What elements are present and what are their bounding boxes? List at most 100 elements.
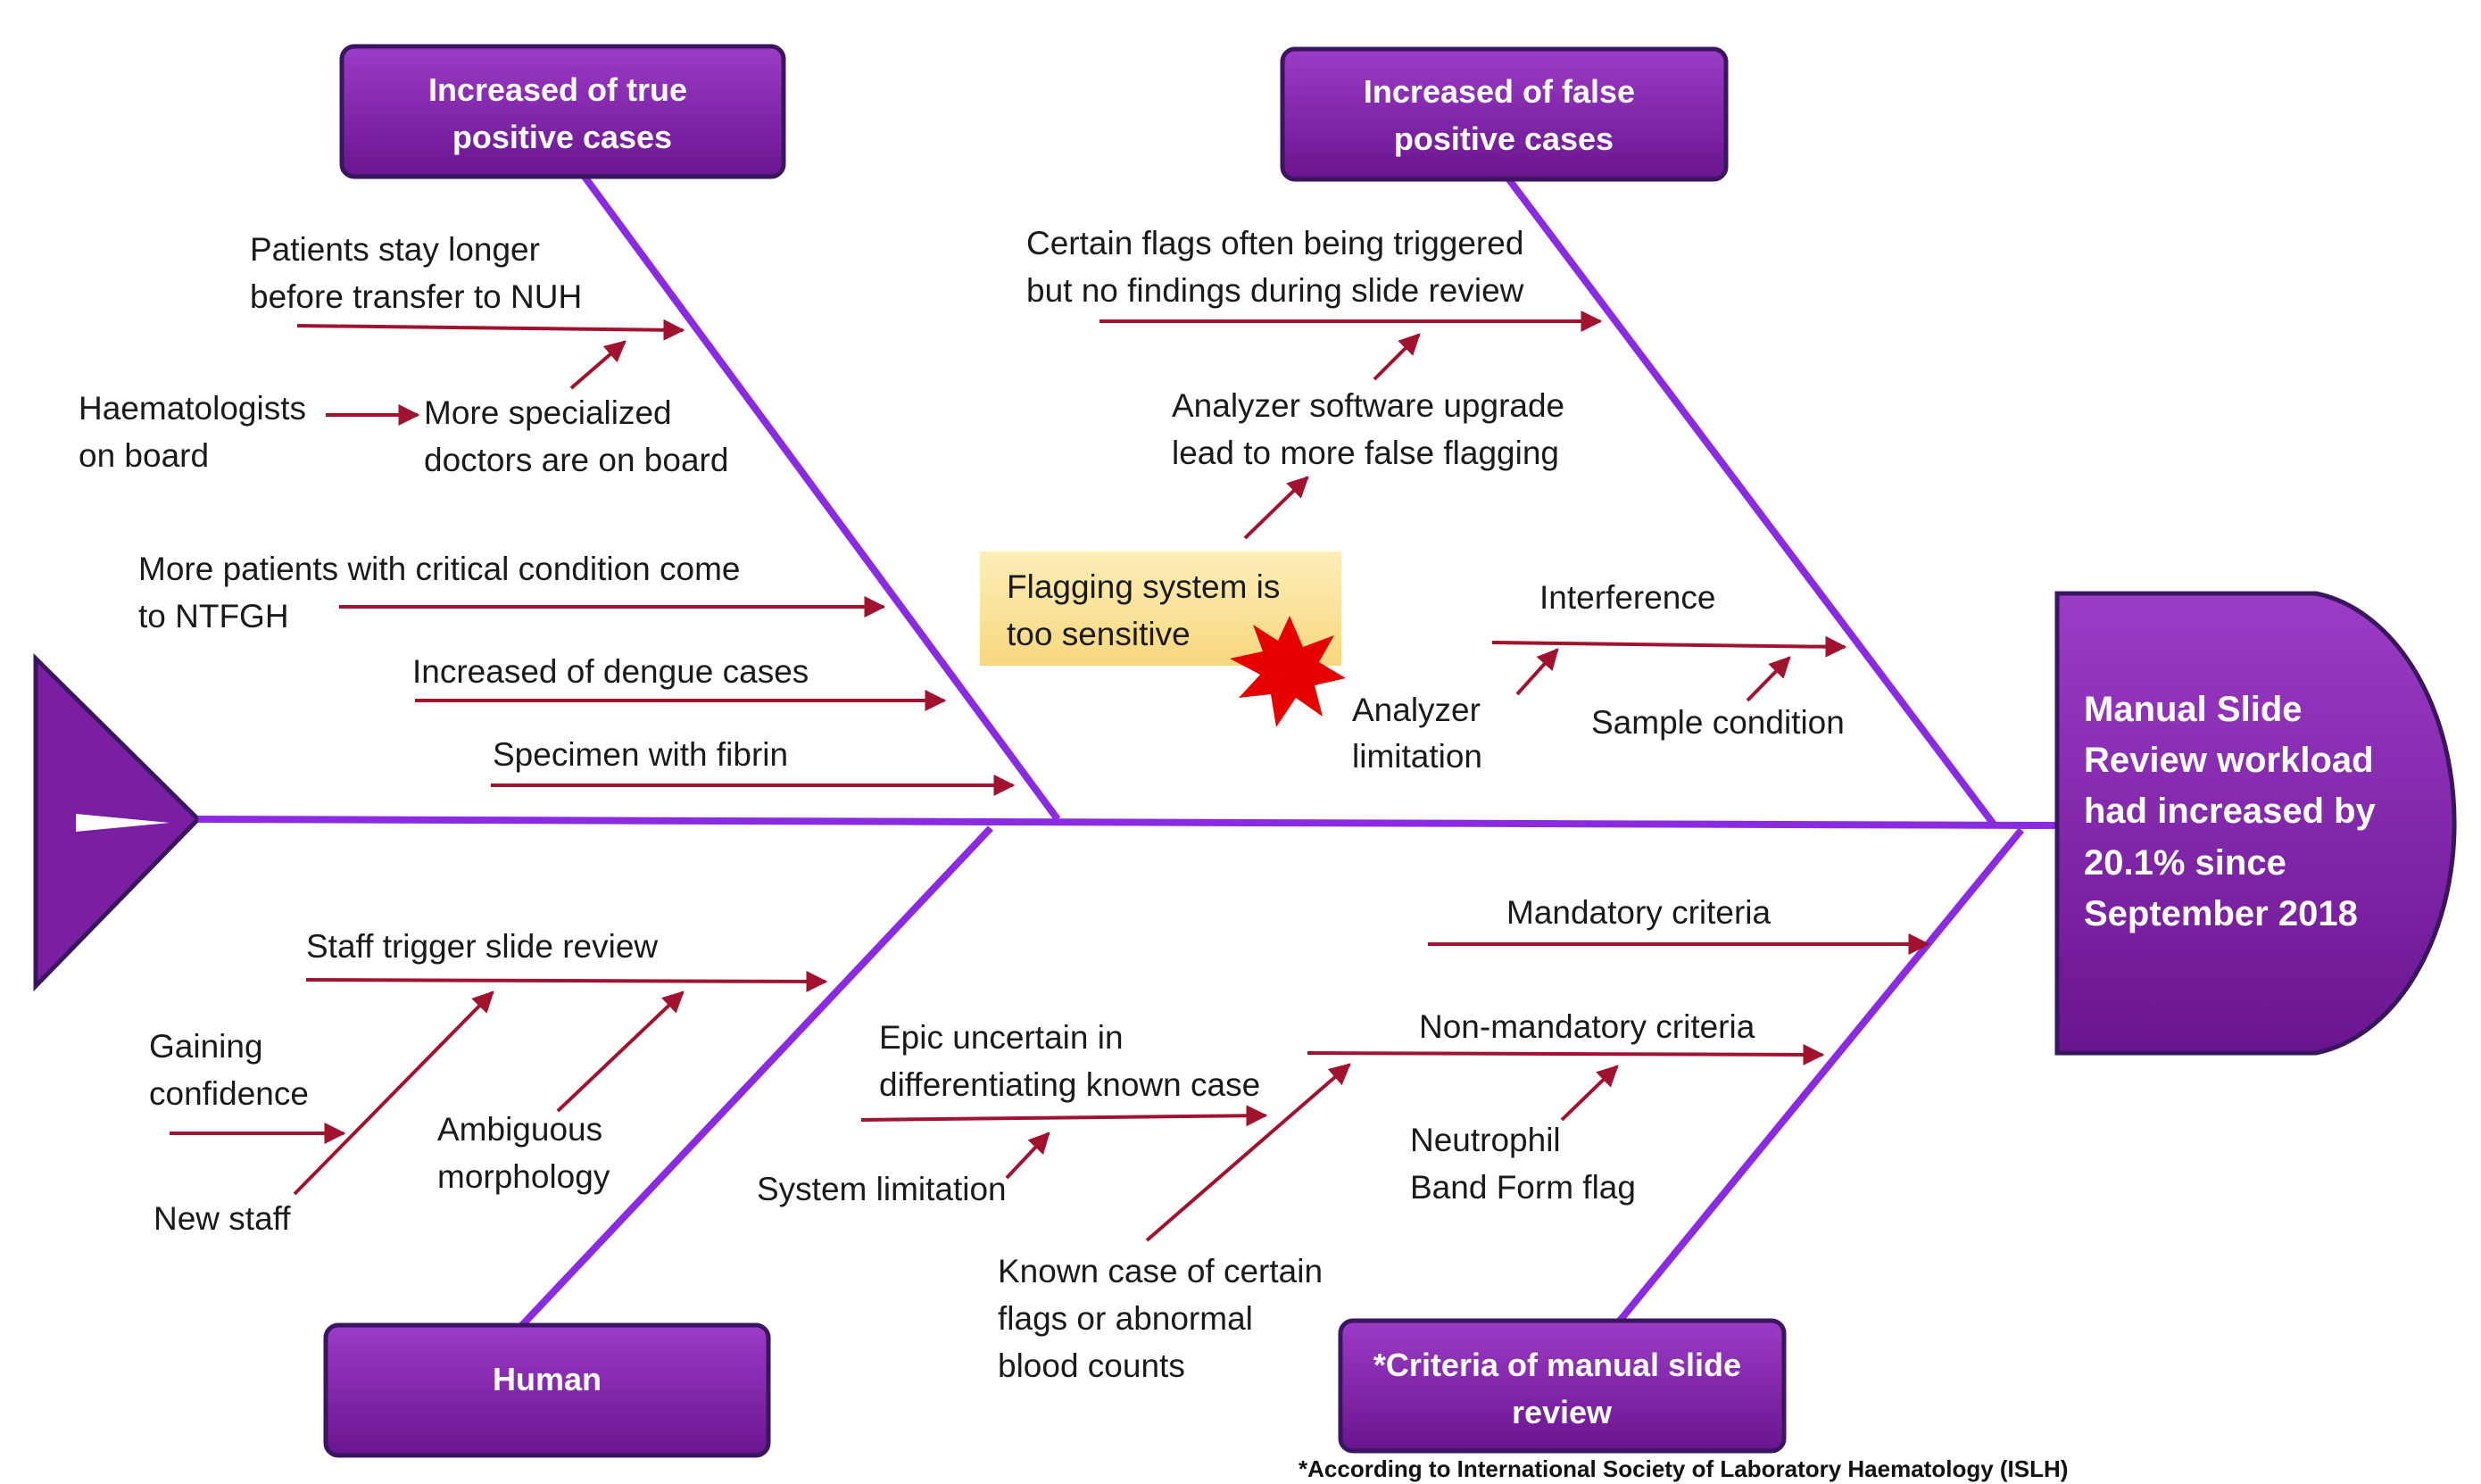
cause-patients-stay-line-1: Patients stay longer: [250, 231, 540, 268]
rib-human: [519, 825, 993, 1328]
footnote-text: *According to International Society of L…: [1299, 1455, 2068, 1482]
cause-known-case: Known case of certain flags or abnormal …: [998, 1253, 1332, 1384]
head-line-2: Review workload: [2084, 741, 2374, 780]
cause-known-case-line-1: Known case of certain: [998, 1253, 1323, 1289]
cause-gaining-confidence: Gaining confidence: [149, 1028, 309, 1112]
cause-sample-condition: Sample condition: [1591, 704, 1845, 741]
cause-new-staff: New staff: [154, 1200, 291, 1237]
category-criteria-line-2: review: [1512, 1394, 1613, 1430]
arrow-interference: [1491, 635, 1847, 658]
cause-interference: Interference: [1539, 579, 1715, 616]
arrow-staff-trigger: [305, 970, 828, 992]
arrow-software-upgrade: [1373, 333, 1421, 381]
cause-analyzer-limitation: Analyzer limitation: [1352, 692, 1489, 775]
cause-mandatory-line-1: Mandatory criteria: [1506, 894, 1772, 931]
category-box-false-positive: Increased of false positive cases: [1280, 46, 1729, 182]
cause-epic-line-2: differentiating known case: [879, 1066, 1260, 1103]
cause-critical: More patients with critical condition co…: [138, 551, 750, 634]
cause-flagging-sensitive-line-2: too sensitive: [1007, 616, 1191, 652]
cause-critical-line-1: More patients with critical condition co…: [138, 551, 741, 587]
category-human-label: Human: [493, 1361, 602, 1397]
cause-known-case-line-3: blood counts: [998, 1347, 1185, 1384]
cause-analyzer-limitation-line-1: Analyzer: [1352, 692, 1481, 728]
cause-ambiguous-line-2: morphology: [437, 1158, 610, 1195]
cause-specialized-line-1: More specialized: [424, 394, 672, 431]
cause-dengue: Increased of dengue cases: [412, 653, 809, 690]
cause-new-staff-line-1: New staff: [154, 1200, 291, 1237]
cause-specialized: More specialized doctors are on board: [424, 394, 728, 478]
cause-ambiguous: Ambiguous morphology: [437, 1111, 611, 1195]
rib-true-positive: [581, 174, 1061, 822]
cause-interference-line-1: Interference: [1539, 579, 1715, 616]
cause-haematologists: Haematologists on board: [79, 390, 315, 474]
arrow-neutrophil: [1560, 1065, 1619, 1122]
category-true-positive-line-1: Increased of true: [428, 71, 687, 108]
category-box-human: Human: [323, 1322, 771, 1458]
svg-text:Increased of true positi: Increased of true positive cases: [428, 71, 696, 155]
cause-haematologists-line-1: Haematologists: [79, 390, 306, 427]
head-line-5: September 2018: [2084, 894, 2358, 933]
cause-software-upgrade-line-1: Analyzer software upgrade: [1172, 387, 1564, 424]
arrow-system-limitation: [1005, 1132, 1050, 1180]
arrow-non-mandatory: [1307, 1043, 1825, 1065]
cause-dengue-line-1: Increased of dengue cases: [412, 653, 809, 690]
cause-neutrophil: Neutrophil Band Form flag: [1410, 1122, 1636, 1206]
category-false-positive-line-1: Increased of false: [1364, 73, 1635, 110]
cause-certain-flags-line-2: but no findings during slide review: [1026, 272, 1524, 309]
head-text: Manual Slide Review workload had increas…: [2084, 690, 2386, 933]
cause-certain-flags: Certain flags often being triggered but …: [1026, 225, 1533, 309]
cause-gaining-confidence-line-1: Gaining: [149, 1028, 263, 1065]
cause-non-mandatory: Non-mandatory criteria: [1419, 1008, 1755, 1045]
arrow-patients-stay: [296, 319, 685, 341]
arrow-flagging-sensitive: [1243, 476, 1309, 540]
cause-patients-stay: Patients stay longer before transfer to …: [250, 231, 582, 315]
cause-fibrin: Specimen with fibrin: [493, 736, 788, 773]
cause-gaining-confidence-line-2: confidence: [149, 1075, 309, 1112]
spine: [197, 816, 2058, 829]
cause-specialized-line-2: doctors are on board: [424, 442, 728, 478]
cause-ambiguous-line-1: Ambiguous: [437, 1111, 602, 1148]
category-false-positive-line-2: positive cases: [1394, 120, 1614, 157]
cause-neutrophil-line-2: Band Form flag: [1410, 1169, 1636, 1206]
cause-staff-trigger-line-1: Staff trigger slide review: [306, 928, 658, 965]
svg-text:Human: Human: [493, 1361, 602, 1397]
category-box-criteria: *Criteria of manual slide review: [1338, 1318, 1787, 1454]
cause-flagging-sensitive-line-1: Flagging system is: [1007, 568, 1280, 605]
cause-flagging-sensitive: Flagging system is too sensitive: [1007, 568, 1290, 652]
cause-non-mandatory-line-1: Non-mandatory criteria: [1419, 1008, 1755, 1045]
svg-text:*Criteria of manual slide: *Criteria of manual slide review: [1373, 1347, 1750, 1430]
head-shape: [2054, 591, 2457, 1056]
tail-highlight: [76, 814, 170, 832]
cause-known-case-line-2: flags or abnormal: [998, 1300, 1253, 1337]
cause-staff-trigger: Staff trigger slide review: [306, 928, 658, 965]
cause-fibrin-line-1: Specimen with fibrin: [493, 736, 788, 773]
arrow-sample-condition: [1746, 656, 1791, 702]
rib-criteria: [1616, 827, 2025, 1323]
cause-system-limitation: System limitation: [757, 1171, 1007, 1207]
cause-epic: Epic uncertain in differentiating known …: [879, 1019, 1260, 1103]
cause-system-limitation-line-1: System limitation: [757, 1171, 1007, 1207]
cause-sample-condition-line-1: Sample condition: [1591, 704, 1845, 741]
cause-critical-line-2: to NTFGH: [138, 598, 289, 634]
arrow-ambiguous: [556, 991, 685, 1113]
svg-text:Increased of false posit: Increased of false positive cases: [1364, 73, 1644, 157]
rib-false-positive: [1505, 176, 1998, 828]
cause-haematologists-line-2: on board: [79, 437, 209, 474]
cause-mandatory: Mandatory criteria: [1506, 894, 1772, 931]
cause-software-upgrade-line-2: lead to more false flagging: [1172, 435, 1559, 471]
head-line-4: 20.1% since: [2084, 843, 2286, 883]
cause-certain-flags-line-1: Certain flags often being triggered: [1026, 225, 1523, 261]
arrow-specialized: [569, 340, 626, 390]
arrow-analyzer-limitation: [1515, 648, 1559, 696]
cause-software-upgrade: Analyzer software upgrade lead to more f…: [1172, 387, 1573, 471]
category-box-true-positive: Increased of true positive cases: [339, 44, 786, 179]
cause-analyzer-limitation-line-2: limitation: [1352, 738, 1482, 775]
cause-neutrophil-line-1: Neutrophil: [1410, 1122, 1561, 1158]
category-criteria-line-1: *Criteria of manual slide: [1373, 1347, 1741, 1383]
arrow-known-case: [1145, 1063, 1351, 1242]
head-line-1: Manual Slide: [2084, 690, 2303, 729]
category-true-positive-line-2: positive cases: [452, 119, 672, 155]
arrow-new-staff: [293, 991, 494, 1196]
footnote: *According to International Society of L…: [1299, 1455, 2068, 1482]
